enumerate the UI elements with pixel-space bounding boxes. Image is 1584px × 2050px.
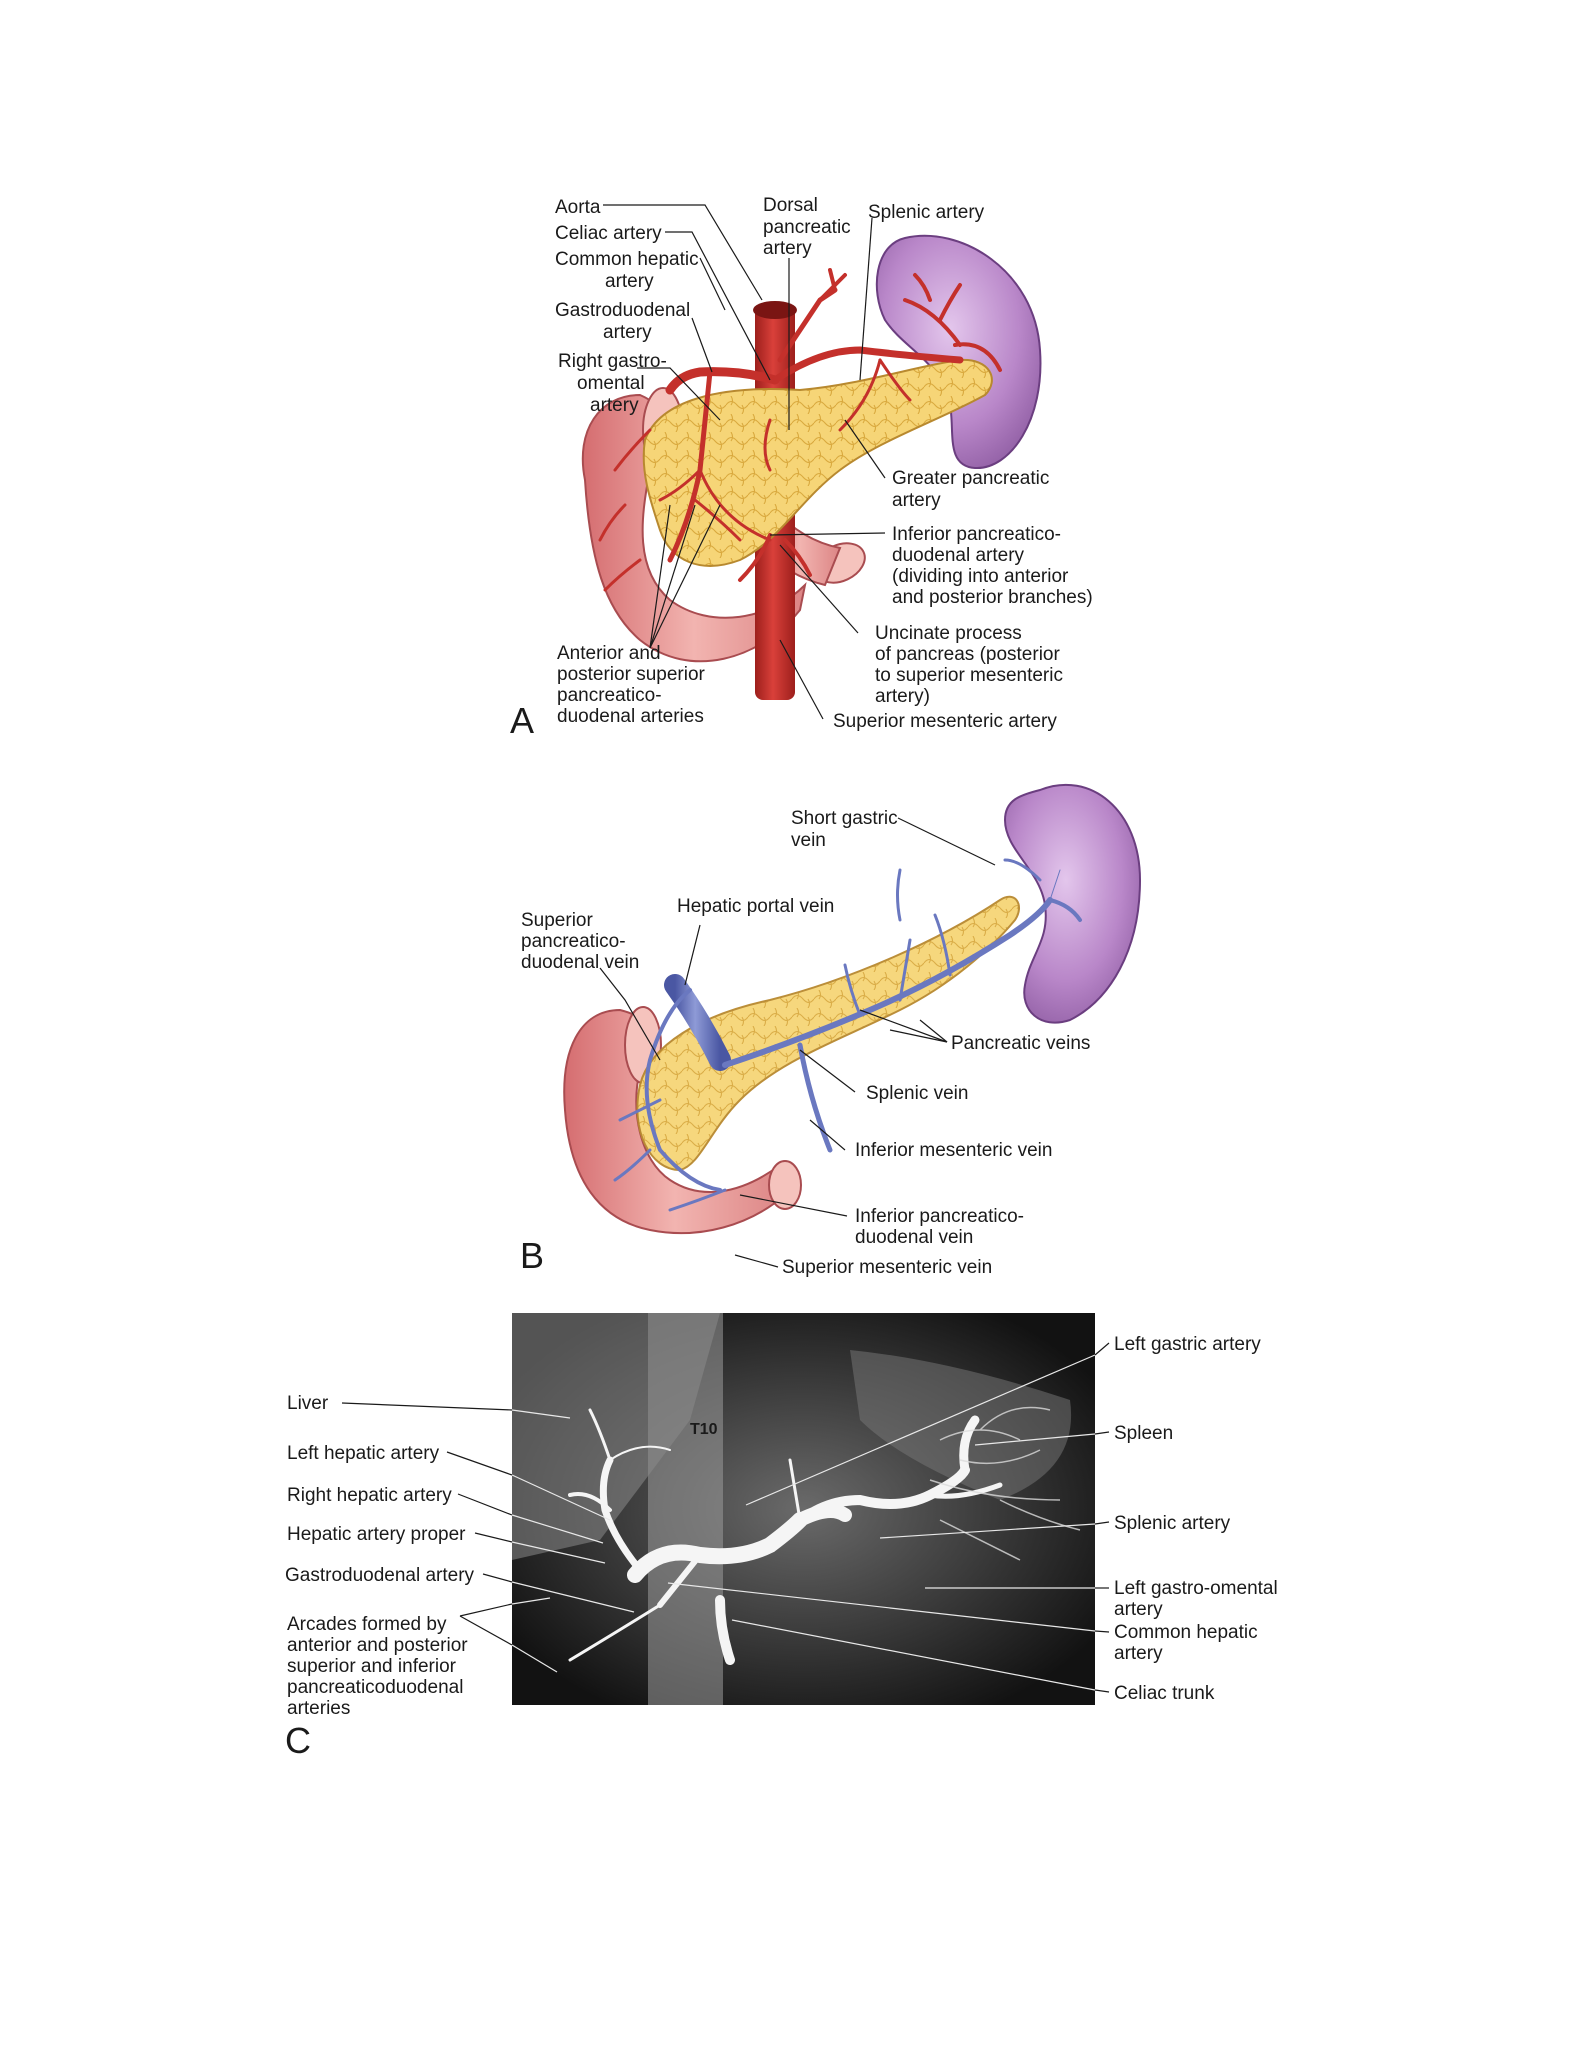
label-celiac-artery: Celiac artery bbox=[555, 223, 662, 244]
label-celiac-trunk: Celiac trunk bbox=[1114, 1683, 1215, 1704]
labels-a: Aorta Celiac artery Common hepatic arter… bbox=[510, 195, 1093, 741]
label-left-hepatic-artery: Left hepatic artery bbox=[287, 1443, 440, 1464]
label-arcades-2: anterior and posterior bbox=[287, 1635, 468, 1656]
label-sm-vein: Superior mesenteric vein bbox=[782, 1257, 992, 1278]
panel-c: T10 Liver Left hepatic artery Right hepa… bbox=[285, 1313, 1278, 1761]
label-right-gastro-2: omental bbox=[577, 373, 645, 394]
label-short-gastric-2: vein bbox=[791, 830, 826, 851]
label-pancreatic-veins: Pancreatic veins bbox=[951, 1033, 1090, 1054]
label-hepatic-artery-proper: Hepatic artery proper bbox=[287, 1524, 466, 1545]
label-superior-pd-vein-2: pancreatico- bbox=[521, 931, 626, 952]
label-superior-pd-vein-3: duodenal vein bbox=[521, 952, 639, 973]
label-arcades-3: superior and inferior bbox=[287, 1656, 457, 1677]
label-left-gastro-omental-1: Left gastro-omental bbox=[1114, 1578, 1278, 1599]
spleen-illustration bbox=[875, 234, 1042, 470]
label-left-gastric-artery: Left gastric artery bbox=[1114, 1334, 1261, 1355]
label-uncinate-2: of pancreas (posterior bbox=[875, 644, 1060, 665]
label-common-hepatic-2: artery bbox=[605, 271, 654, 292]
label-arcades-5: arteries bbox=[287, 1698, 350, 1719]
label-inferior-pd-artery-2: duodenal artery bbox=[892, 545, 1025, 566]
label-short-gastric-1: Short gastric bbox=[791, 808, 898, 829]
veins-b bbox=[613, 858, 1082, 1282]
label-gastroduodenal-1: Gastroduodenal bbox=[555, 300, 690, 321]
splenic-branches-a bbox=[903, 273, 1002, 372]
label-superior-pd-vein-1: Superior bbox=[521, 910, 593, 931]
label-sma: Superior mesenteric artery bbox=[833, 711, 1057, 732]
label-inferior-pd-artery-4: and posterior branches) bbox=[892, 587, 1093, 608]
label-inferior-pd-vein-1: Inferior pancreatico- bbox=[855, 1206, 1024, 1227]
panel-b: Short gastric vein Hepatic portal vein S… bbox=[520, 784, 1142, 1282]
jejunum-cut-end-b bbox=[768, 1160, 802, 1210]
label-dorsal-pancreatic-1: Dorsal bbox=[763, 195, 818, 216]
label-dorsal-pancreatic-3: artery bbox=[763, 238, 812, 259]
label-inferior-mesenteric-vein: Inferior mesenteric vein bbox=[855, 1140, 1052, 1161]
label-greater-pancreatic-2: artery bbox=[892, 490, 941, 511]
labels-b: Short gastric vein Hepatic portal vein S… bbox=[520, 808, 1090, 1278]
label-spleen: Spleen bbox=[1114, 1423, 1173, 1444]
label-right-gastro-1: Right gastro- bbox=[558, 351, 667, 372]
arteries-a bbox=[598, 268, 964, 592]
label-arcades-1: Arcades formed by bbox=[287, 1614, 447, 1635]
label-right-gastro-3: artery bbox=[590, 395, 639, 416]
label-splenic-artery: Splenic artery bbox=[868, 202, 985, 223]
leader-lines-a bbox=[603, 204, 886, 720]
label-hepatic-portal-vein: Hepatic portal vein bbox=[677, 896, 834, 917]
panel-letter-a: A bbox=[510, 700, 534, 741]
label-inferior-pd-artery-1: Inferior pancreatico- bbox=[892, 524, 1061, 545]
label-arcades-4: pancreaticoduodenal bbox=[287, 1677, 463, 1698]
label-inferior-pd-vein-2: duodenal vein bbox=[855, 1227, 973, 1248]
panel-letter-b: B bbox=[520, 1235, 544, 1276]
label-common-hepatic-c-1: Common hepatic bbox=[1114, 1622, 1258, 1643]
panel-letter-c: C bbox=[285, 1720, 311, 1761]
label-left-gastro-omental-2: artery bbox=[1114, 1599, 1163, 1620]
label-common-hepatic-c-2: artery bbox=[1114, 1643, 1163, 1664]
label-greater-pancreatic-1: Greater pancreatic bbox=[892, 468, 1049, 489]
label-dorsal-pancreatic-2: pancreatic bbox=[763, 217, 851, 238]
label-ant-post-sup-1: Anterior and bbox=[557, 643, 661, 664]
leader-lines-c bbox=[341, 1342, 1110, 1693]
label-right-hepatic-artery: Right hepatic artery bbox=[287, 1485, 452, 1506]
label-inferior-pd-artery-3: (dividing into anterior bbox=[892, 566, 1069, 587]
label-ant-post-sup-2: posterior superior bbox=[557, 664, 706, 685]
panel-a: Aorta Celiac artery Common hepatic arter… bbox=[510, 195, 1093, 741]
label-splenic-vein: Splenic vein bbox=[866, 1083, 968, 1104]
aorta-top-opening bbox=[753, 301, 797, 319]
label-ant-post-sup-4: duodenal arteries bbox=[557, 706, 704, 727]
label-gastroduodenal-2: artery bbox=[603, 322, 652, 343]
label-uncinate-4: artery) bbox=[875, 686, 930, 707]
label-uncinate-3: to superior mesenteric bbox=[875, 665, 1063, 686]
label-ant-post-sup-3: pancreatico- bbox=[557, 685, 662, 706]
label-uncinate-1: Uncinate process bbox=[875, 623, 1022, 644]
label-splenic-artery-c: Splenic artery bbox=[1114, 1513, 1231, 1534]
label-liver: Liver bbox=[287, 1393, 329, 1414]
labels-c: T10 Liver Left hepatic artery Right hepa… bbox=[285, 1334, 1278, 1761]
label-aorta: Aorta bbox=[555, 197, 601, 218]
label-t10: T10 bbox=[690, 1421, 718, 1438]
label-gastroduodenal-artery-c: Gastroduodenal artery bbox=[285, 1565, 475, 1586]
leader-lines-b bbox=[599, 817, 996, 1268]
spleen-illustration-b bbox=[1003, 784, 1142, 1024]
label-common-hepatic-1: Common hepatic bbox=[555, 249, 699, 270]
